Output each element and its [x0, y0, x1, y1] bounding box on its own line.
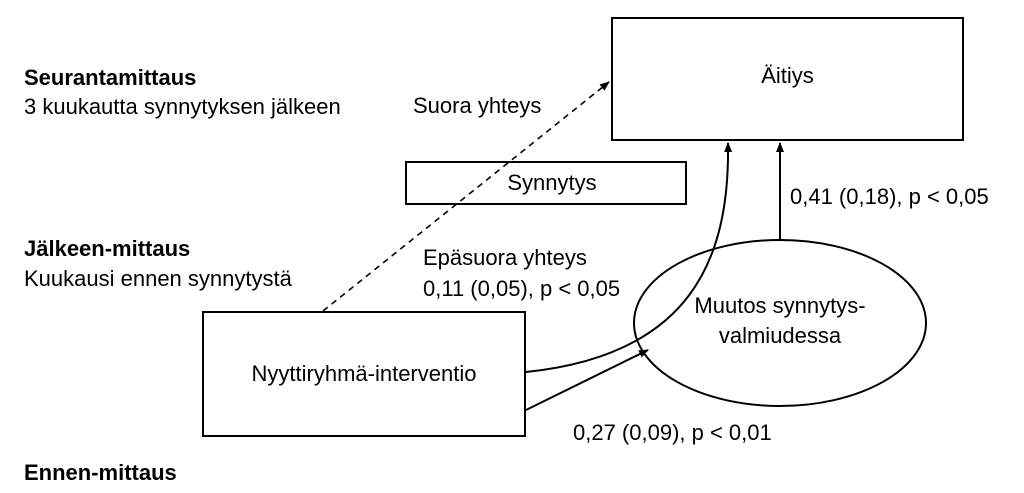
- motherhood-node: Äitiys: [611, 17, 964, 141]
- change-label-line1: Muutos synnytys-: [694, 293, 866, 318]
- indirect-effect-value: 0,11 (0,05), p < 0,05: [423, 276, 621, 301]
- change-in-readiness-label: Muutos synnytys- valmiudessa: [660, 291, 900, 351]
- intervention-to-change-arrow: [525, 349, 649, 411]
- indirect-effect-label: Epäsuora yhteys: [423, 245, 587, 270]
- intervention-node: Nyyttiryhmä-interventio: [202, 311, 526, 437]
- motherhood-label: Äitiys: [761, 63, 814, 88]
- direct-effect-label: Suora yhteys: [413, 93, 542, 118]
- change-to-motherhood-value: 0,41 (0,18), p < 0,05: [790, 184, 989, 209]
- indirect-effect-arrow: [525, 142, 733, 373]
- followup-phase-title: Seurantamittaus: [24, 65, 197, 90]
- birth-node: Synnytys: [405, 161, 687, 205]
- change-label-line2: valmiudessa: [718, 323, 842, 348]
- pre-phase-title: Ennen-mittaus: [24, 460, 177, 485]
- post-phase-title: Jälkeen-mittaus: [24, 236, 191, 261]
- followup-phase-subtitle: 3 kuukautta synnytyksen jälkeen: [24, 94, 341, 119]
- intervention-label: Nyyttiryhmä-interventio: [251, 361, 477, 386]
- post-phase-subtitle: Kuukausi ennen synnytystä: [24, 266, 292, 291]
- change-in-readiness-node: [633, 239, 927, 407]
- intervention-to-change-value: 0,27 (0,09), p < 0,01: [573, 420, 772, 445]
- birth-label: Synnytys: [507, 170, 597, 195]
